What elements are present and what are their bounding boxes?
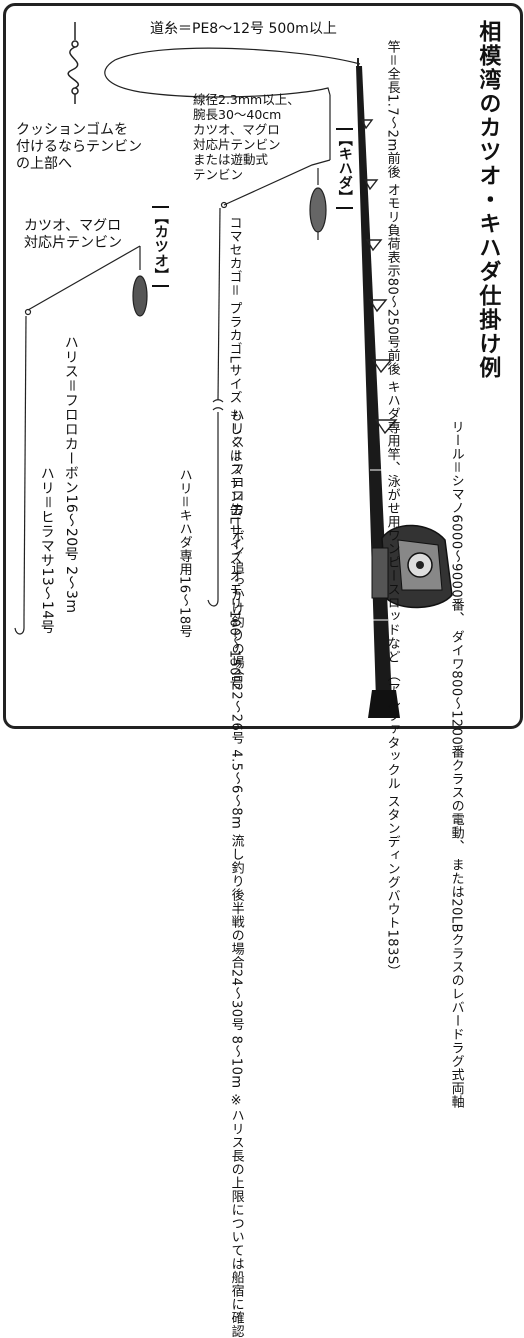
main-line-label: 道糸＝PE8〜12号 500m以上 bbox=[150, 21, 337, 37]
kihada-tag: 【キハダ】 bbox=[336, 128, 353, 209]
katsuo-tenbin-line: カツオ、マグロ bbox=[24, 218, 122, 234]
katsuo-tag: 【カツオ】 bbox=[152, 206, 169, 287]
rod-line: （アルファタックル スタンディングバウト183S） bbox=[384, 668, 400, 979]
basket-line: コマセカゴ＝ bbox=[226, 216, 242, 298]
katsuo-rig bbox=[14, 245, 148, 635]
kihada-tenbin-line: 線径2.3mm以上、 bbox=[193, 92, 300, 107]
page-title: 相模湾のカツオ・キハダ仕掛け例 bbox=[475, 20, 501, 380]
cushion-note-line: の上部へ bbox=[16, 155, 72, 172]
reel-line: ダイワ800〜1200番クラスの電動、 bbox=[448, 629, 464, 854]
harisu-line: ハリス＝フロロカーボン bbox=[228, 408, 244, 557]
komase-basket-label: コマセカゴ＝ プラカゴLサイズ もしくはステン缶Lサイズ オモリ100〜150号 bbox=[226, 216, 242, 690]
basket-line: プラカゴLサイズ bbox=[226, 301, 242, 404]
kihada-tenbin-label: 線径2.3mm以上、 腕長30〜40cm カツオ、マグロ 対応片テンビン または… bbox=[193, 92, 300, 182]
reel-line: リール＝シマノ6000〜9000番、 bbox=[448, 420, 464, 626]
cushion-rubber-note: クッションゴムを 付けるならテンビン の上部へ bbox=[16, 122, 142, 172]
rod-line: キハダ専用竿、泳がせ用ワンピースロッドなど bbox=[384, 380, 400, 664]
kihada-tenbin-line: テンビン bbox=[193, 167, 244, 182]
kihada-harisu-label: ハリス＝フロロカーボン 追っかけ釣りの場合22〜26号 4.5〜6〜8m 流し釣… bbox=[228, 408, 244, 1338]
katsuo-hook-label: ハリ＝ヒラマサ13〜14号 bbox=[38, 466, 55, 635]
kihada-tenbin-line: 腕長30〜40cm bbox=[193, 107, 282, 122]
rod-line: 竿＝全長1.7〜2m前後 オモリ負荷表示80〜250号前後 bbox=[384, 40, 400, 376]
electric-reel bbox=[371, 524, 453, 609]
harisu-line: 追っかけ釣りの場合22〜26号 4.5〜6〜8m bbox=[228, 561, 244, 830]
kihada-tenbin-line: または遊動式 bbox=[193, 152, 269, 167]
main-line bbox=[104, 47, 361, 98]
kihada-tenbin-line: 対応片テンビン bbox=[193, 137, 281, 152]
kihada-rig bbox=[207, 95, 331, 607]
reel-spec-label: リール＝シマノ6000〜9000番、 ダイワ800〜1200番クラスの電動、 ま… bbox=[448, 420, 464, 1109]
harisu-line: 流し釣り後半戦の場合24〜30号 8〜10m bbox=[228, 833, 244, 1089]
katsuo-harisu-label: ハリス＝フロロカーボン16〜20号 2〜3m bbox=[62, 335, 79, 614]
katsuo-tenbin-line: 対応片テンビン bbox=[24, 234, 122, 251]
katsuo-tenbin-label: カツオ、マグロ 対応片テンビン bbox=[24, 218, 122, 252]
rod-butt bbox=[368, 690, 400, 718]
tackle-illustration bbox=[14, 22, 453, 718]
reel-line: または20LBクラスのレバードラグ式両軸 bbox=[448, 857, 464, 1109]
cushion-note-line: 付けるならテンビン bbox=[16, 138, 142, 155]
harisu-line: ※ハリス長の上限については船宿に確認 bbox=[228, 1093, 244, 1338]
cushion-note-line: クッションゴムを bbox=[16, 122, 128, 138]
kihada-tenbin-line: カツオ、マグロ bbox=[193, 122, 280, 137]
cushion-rubber-inset bbox=[67, 22, 79, 104]
rod-spec-label: 竿＝全長1.7〜2m前後 オモリ負荷表示80〜250号前後 キハダ専用竿、泳がせ… bbox=[384, 40, 400, 978]
basket-line: オモリ100〜150号 bbox=[226, 569, 242, 690]
border-frame bbox=[3, 3, 523, 729]
basket-line: もしくはステン缶Lサイズ bbox=[226, 408, 242, 565]
kihada-hook-label: ハリ＝キハダ専用16〜18号 bbox=[176, 468, 192, 639]
